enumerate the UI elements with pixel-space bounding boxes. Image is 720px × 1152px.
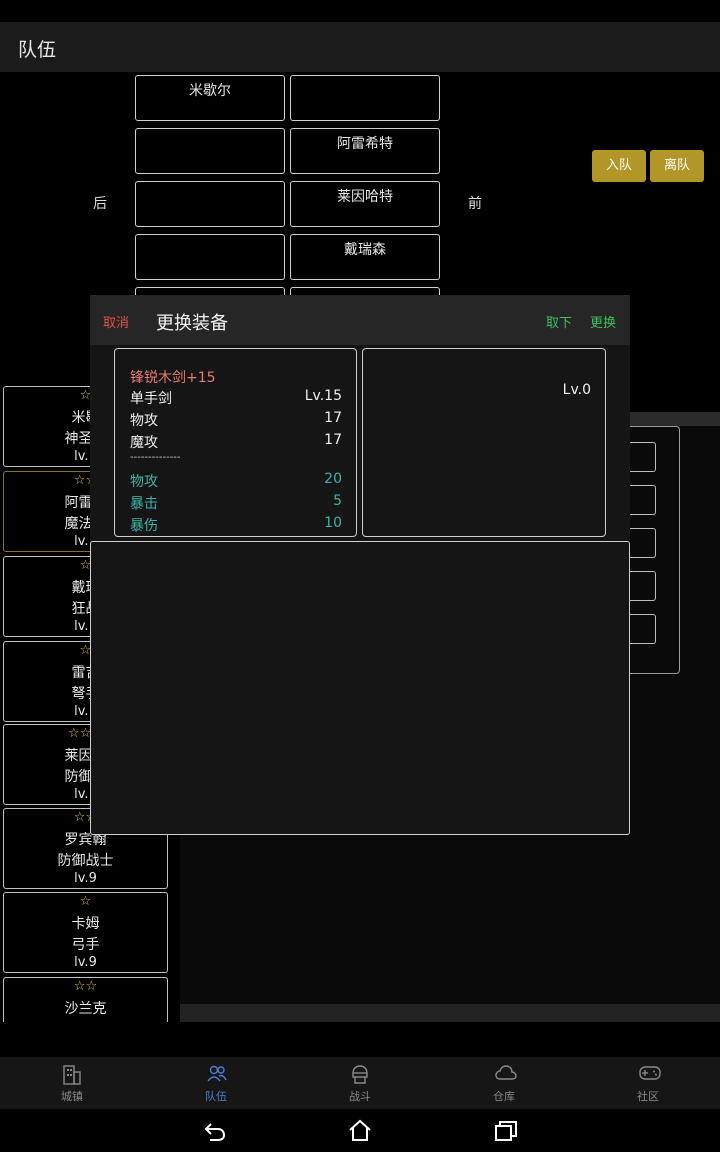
equipment-slot[interactable] [629, 528, 656, 558]
base-stat-row: 魔攻 17 [130, 432, 342, 452]
formation-slot[interactable] [290, 75, 440, 121]
cancel-button[interactable]: 取消 [103, 316, 130, 331]
nav-label: 城镇 [61, 1090, 83, 1103]
stat-label: 物攻 [130, 413, 158, 429]
stat-value: 20 [324, 471, 342, 487]
character-level: lv.9 [74, 955, 97, 970]
formation-slot[interactable]: 戴瑞森 [290, 234, 440, 280]
stat-label: 暴击 [130, 496, 158, 512]
formation-slot[interactable]: 阿雷希特 [290, 128, 440, 174]
slot-name: 莱因哈特 [337, 189, 393, 205]
bonus-stat-row: 暴伤 10 [130, 515, 342, 535]
stat-value: 5 [333, 493, 342, 509]
nav-label: 战斗 [349, 1090, 371, 1103]
nav-community[interactable]: 社区 [576, 1057, 720, 1109]
star-rating: ☆ [79, 388, 92, 403]
system-nav-bar [0, 1109, 720, 1152]
building-icon [63, 1065, 81, 1085]
character-name: 卡姆 [71, 916, 100, 932]
star-rating: ☆☆ [73, 979, 98, 994]
gamepad-icon [639, 1066, 661, 1080]
header-bar: 队伍 [0, 22, 720, 72]
star-rating: ☆ [79, 894, 92, 909]
team-icon [207, 1065, 227, 1082]
recent-apps-icon[interactable] [494, 1120, 518, 1142]
item-name: 锋锐木剑+15 [130, 370, 216, 386]
panel-bottom-strip [180, 1004, 720, 1022]
nav-battle[interactable]: 战斗 [288, 1057, 432, 1109]
page-title: 队伍 [18, 39, 57, 61]
item-type-row: 单手剑 Lv.15 [130, 388, 342, 408]
equipment-slot[interactable] [629, 442, 656, 472]
home-icon[interactable] [348, 1119, 372, 1141]
nav-label: 队伍 [205, 1090, 227, 1103]
bonus-stat-row: 暴击 5 [130, 493, 342, 513]
character-card[interactable]: ☆☆ 沙兰克 [3, 977, 168, 1022]
character-class: 防御战士 [57, 853, 114, 869]
nav-warehouse[interactable]: 仓库 [432, 1057, 576, 1109]
stat-separator: -------------- [130, 452, 181, 463]
equipment-slot[interactable] [629, 614, 656, 644]
nav-town[interactable]: 城镇 [0, 1057, 144, 1109]
nav-label: 社区 [637, 1090, 659, 1103]
character-card[interactable]: ☆ 卡姆 弓手 lv.9 [3, 892, 168, 973]
formation-slot[interactable] [135, 128, 285, 174]
leave-team-button[interactable]: 离队 [650, 150, 704, 182]
dialog-title: 更换装备 [156, 313, 228, 334]
stat-value: 17 [324, 410, 342, 426]
back-row-label: 后 [93, 196, 107, 212]
star-rating: ☆ [79, 558, 92, 573]
formation-slot[interactable] [135, 234, 285, 280]
back-icon[interactable] [204, 1121, 226, 1141]
new-item-level: Lv.0 [562, 382, 591, 398]
bottom-navigation: 城镇 队伍 战斗 仓库 社区 [0, 1057, 720, 1109]
slot-name: 米歇尔 [189, 83, 231, 99]
formation-slot[interactable] [135, 181, 285, 227]
formation-slot[interactable]: 莱因哈特 [290, 181, 440, 227]
equipment-frame [627, 426, 680, 674]
equipment-list[interactable] [90, 541, 630, 835]
unequip-button[interactable]: 取下 [546, 316, 573, 331]
battle-icon [352, 1065, 368, 1084]
character-name: 罗宾翰 [64, 832, 107, 848]
slot-name: 阿雷希特 [337, 136, 393, 152]
join-team-button[interactable]: 入队 [592, 150, 646, 182]
replace-button[interactable]: 更换 [590, 316, 617, 331]
cloud-icon [495, 1065, 517, 1080]
stat-value: 17 [324, 432, 342, 448]
current-item-card[interactable]: 锋锐木剑+15 单手剑 Lv.15 物攻 17 魔攻 17 ----------… [114, 348, 357, 537]
dialog-header: 取消 更换装备 取下 更换 [90, 295, 630, 345]
bonus-stat-row: 物攻 20 [130, 471, 342, 491]
formation-slot[interactable]: 米歇尔 [135, 75, 285, 121]
base-stat-row: 物攻 17 [130, 410, 342, 430]
equipment-slot[interactable] [629, 485, 656, 515]
stat-label: 暴伤 [130, 518, 158, 534]
change-equipment-dialog: 取消 更换装备 取下 更换 锋锐木剑+15 单手剑 Lv.15 物攻 17 魔攻… [90, 295, 630, 835]
stat-value: 10 [324, 515, 342, 531]
item-type: 单手剑 [130, 391, 172, 407]
front-row-label: 前 [468, 196, 482, 212]
stat-label: 魔攻 [130, 435, 158, 451]
slot-name: 戴瑞森 [344, 242, 386, 258]
character-level: lv.9 [74, 871, 97, 886]
character-class: 弓手 [71, 937, 100, 953]
character-name: 沙兰克 [64, 1001, 107, 1017]
nav-team[interactable]: 队伍 [144, 1057, 288, 1109]
nav-label: 仓库 [493, 1090, 515, 1103]
star-rating: ☆ [79, 643, 92, 658]
stat-label: 物攻 [130, 474, 158, 490]
equipment-slot[interactable] [629, 571, 656, 601]
item-level: Lv.15 [304, 388, 342, 404]
new-item-card[interactable]: Lv.0 [362, 348, 606, 537]
